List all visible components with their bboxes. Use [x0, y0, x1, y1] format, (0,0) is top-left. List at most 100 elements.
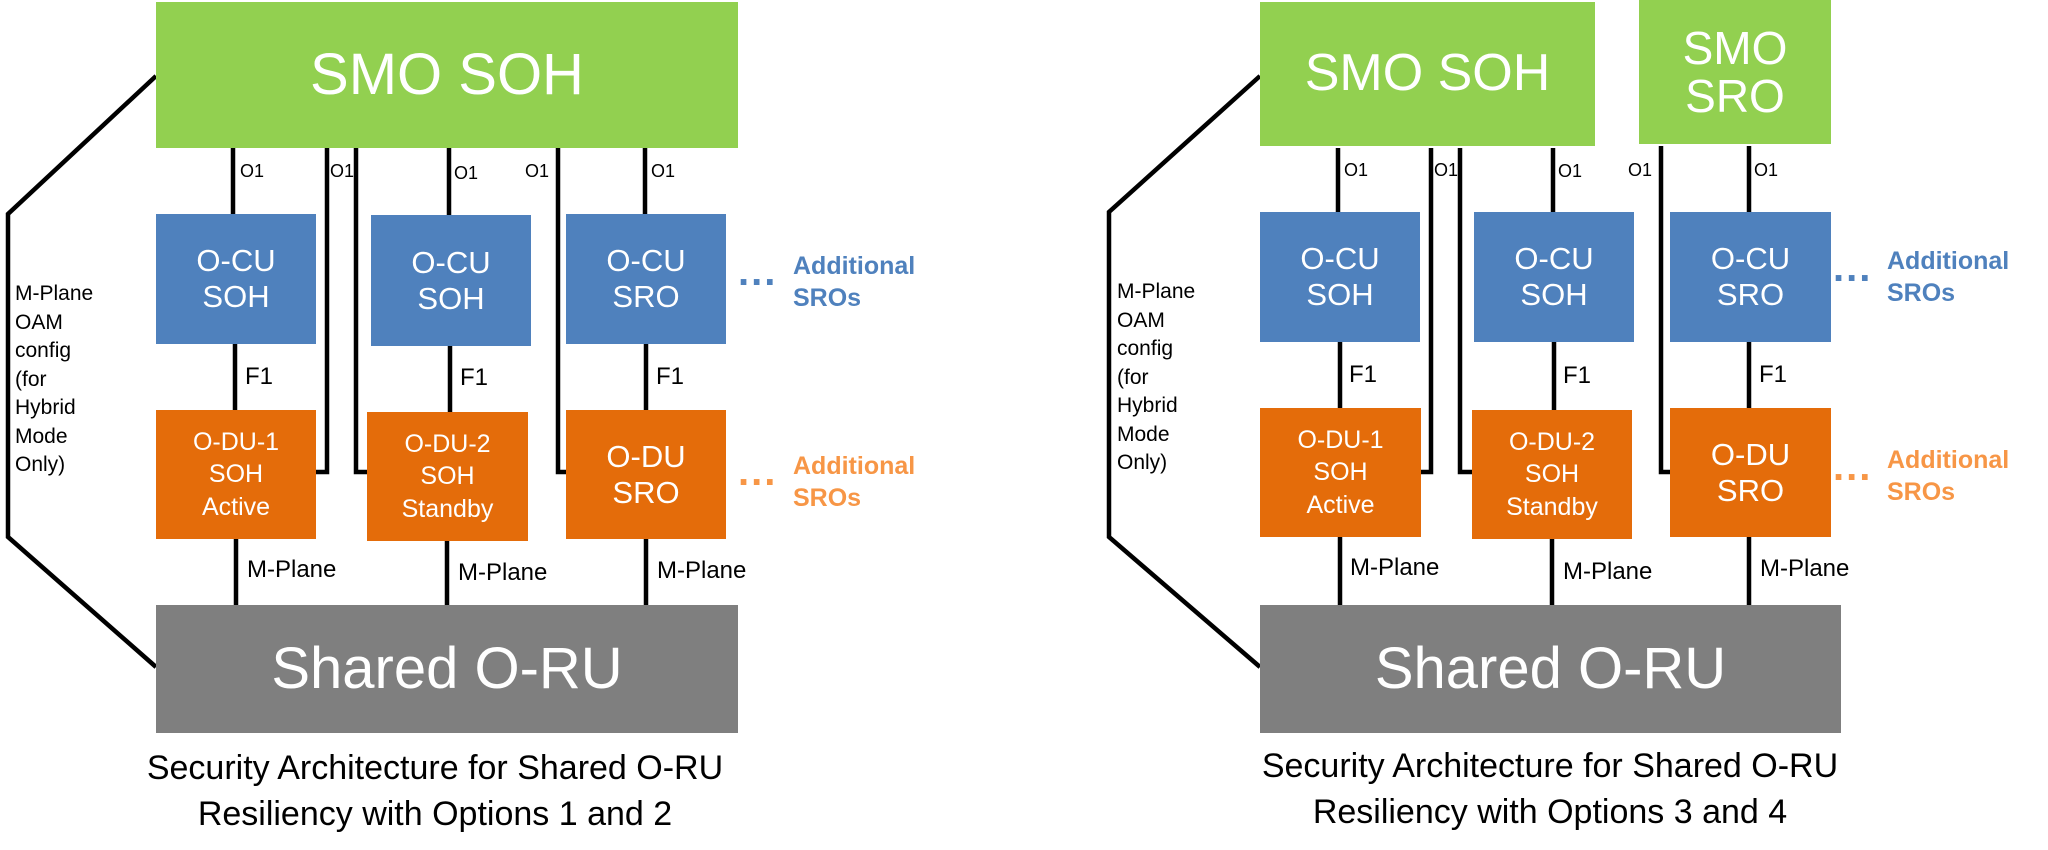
right-odu-1-box: O-DU-1 SOH Active — [1260, 408, 1421, 537]
right-side-note-line: Hybrid — [1117, 394, 1178, 417]
left-odu-3-line1: O-DU — [606, 438, 686, 474]
left-o1-label-2: O1 — [330, 161, 355, 181]
right-cu-ellipsis: ... — [1833, 246, 1873, 290]
right-o1-label-4: O1 — [1628, 160, 1653, 180]
right-additional-du-label: Additional SROs — [1887, 444, 2009, 508]
left-ocu-1-line1: O-CU — [196, 243, 276, 279]
right-odu-3-line2: SRO — [1716, 472, 1785, 508]
right-side-note-line: config — [1117, 337, 1174, 360]
right-shared-oru-label: Shared O-RU — [1374, 635, 1727, 701]
right-o1-line-4 — [1457, 148, 1472, 475]
left-o1-line-4 — [353, 148, 367, 475]
left-side-note: M-Plane OAM config (for Hybrid Mode Only… — [15, 280, 93, 480]
left-additional-du-label: Additional SROs — [793, 450, 915, 514]
left-odu-2-line3: Standby — [401, 494, 494, 523]
right-ocu-1-line2: SOH — [1306, 277, 1374, 312]
right-smo-soh-box: SMO SOH — [1260, 2, 1595, 146]
left-du-ellipsis: ... — [738, 450, 778, 494]
left-cu-ellipsis: ... — [738, 250, 778, 294]
left-mplane-label-3: M-Plane — [657, 557, 747, 584]
right-ocu-2-line1: O-CU — [1514, 241, 1594, 277]
left-side-note-line: OAM — [15, 310, 63, 334]
right-odu-3-box: O-DU SRO — [1670, 408, 1831, 537]
right-side-note-line: Mode — [1117, 422, 1170, 446]
right-o1-label-1: O1 — [1344, 160, 1369, 180]
left-caption: Security Architecture for Shared O-RU Re… — [95, 745, 775, 837]
left-o1-label-3: O1 — [454, 163, 479, 183]
left-ocu-3-box: O-CU SRO — [566, 214, 726, 344]
right-caption: Security Architecture for Shared O-RU Re… — [1210, 743, 1890, 835]
left-smo-soh-label: SMO SOH — [310, 41, 584, 107]
left-ocu-2-line1: O-CU — [411, 244, 491, 280]
left-odu-1-box: O-DU-1 SOH Active — [156, 410, 316, 539]
right-side-note: M-Plane OAM config (for Hybrid Mode Only… — [1117, 278, 1195, 478]
left-additional-cu-line1: Additional — [793, 252, 916, 280]
left-caption-line2: Resiliency with Options 1 and 2 — [197, 795, 673, 833]
left-odu-3-line2: SRO — [612, 474, 680, 510]
left-odu-3-box: O-DU SRO — [566, 410, 726, 539]
left-o1-line-2 — [316, 148, 330, 475]
right-additional-du-line2: SROs — [1887, 478, 1956, 506]
left-f1-label-2: F1 — [460, 364, 489, 391]
right-o1-label-5: O1 — [1754, 160, 1779, 180]
right-ocu-1-line1: O-CU — [1300, 241, 1380, 277]
left-side-note-line: M-Plane — [15, 282, 94, 305]
right-odu-1-line2: SOH — [1313, 458, 1368, 487]
left-shared-oru-box: Shared O-RU — [156, 605, 738, 733]
right-odu-1-line3: Active — [1306, 490, 1375, 519]
left-mplane-label-1: M-Plane — [247, 556, 337, 583]
left-side-note-line: Only) — [15, 453, 66, 476]
right-mplane-label-1: M-Plane — [1350, 554, 1440, 581]
right-odu-2-box: O-DU-2 SOH Standby — [1472, 410, 1632, 539]
right-o1-line-6 — [1658, 146, 1670, 475]
right-side-note-line: (for — [1117, 365, 1149, 389]
right-caption-line1: Security Architecture for Shared O-RU — [1261, 747, 1839, 785]
left-shared-oru-label: Shared O-RU — [271, 635, 623, 701]
left-odu-1-line1: O-DU-1 — [192, 427, 280, 456]
right-ocu-3-line1: O-CU — [1710, 241, 1791, 277]
left-f1-label-1: F1 — [245, 363, 274, 390]
right-smo-soh-label: SMO SOH — [1304, 44, 1551, 103]
right-additional-cu-line1: Additional — [1887, 247, 2010, 275]
right-smo-sro-line1: SMO — [1682, 21, 1788, 74]
left-o1-label-4: O1 — [525, 161, 550, 181]
left-side-note-line: Hybrid — [15, 396, 76, 419]
right-side-bracket — [1106, 74, 1262, 669]
left-ocu-2-box: O-CU SOH — [371, 215, 531, 346]
left-o1-line-6 — [555, 148, 566, 475]
right-mplane-label-3: M-Plane — [1760, 555, 1850, 582]
left-ocu-1-box: O-CU SOH — [156, 214, 316, 344]
left-o1-label-5: O1 — [651, 161, 676, 181]
right-f1-label-3: F1 — [1759, 361, 1788, 388]
right-ocu-1-box: O-CU SOH — [1260, 212, 1420, 342]
left-odu-1-line2: SOH — [208, 460, 264, 489]
left-odu-2-box: O-DU-2 SOH Standby — [367, 412, 528, 541]
left-f1-label-3: F1 — [656, 363, 685, 390]
left-odu-1-line3: Active — [201, 492, 271, 521]
right-ocu-3-line2: SRO — [1716, 277, 1785, 312]
right-smo-sro-box: SMO SRO — [1639, 0, 1831, 144]
right-shared-oru-box: Shared O-RU — [1260, 605, 1841, 733]
right-du-ellipsis: ... — [1833, 445, 1873, 489]
left-o1-label-1: O1 — [240, 161, 265, 181]
left-odu-2-line1: O-DU-2 — [404, 429, 491, 458]
right-ocu-3-box: O-CU SRO — [1670, 212, 1831, 342]
left-side-note-line: (for — [15, 367, 47, 391]
right-f1-label-1: F1 — [1349, 361, 1378, 388]
right-o1-line-2 — [1421, 148, 1434, 475]
right-ocu-2-box: O-CU SOH — [1474, 212, 1634, 342]
right-additional-du-line1: Additional — [1887, 446, 2010, 474]
left-additional-cu-line2: SROs — [793, 284, 862, 312]
left-caption-line1: Security Architecture for Shared O-RU — [146, 749, 724, 787]
right-odu-2-line2: SOH — [1524, 460, 1580, 489]
right-o1-label-2: O1 — [1434, 160, 1459, 180]
right-odu-2-line3: Standby — [1506, 492, 1598, 521]
left-side-bracket — [5, 74, 158, 669]
right-odu-3-line1: O-DU — [1710, 436, 1791, 472]
left-smo-soh-box: SMO SOH — [156, 2, 738, 148]
right-odu-1-line1: O-DU-1 — [1297, 425, 1384, 454]
left-side-note-line: config — [15, 339, 72, 362]
right-smo-sro-line2: SRO — [1685, 70, 1785, 122]
left-additional-du-line1: Additional — [793, 452, 916, 480]
